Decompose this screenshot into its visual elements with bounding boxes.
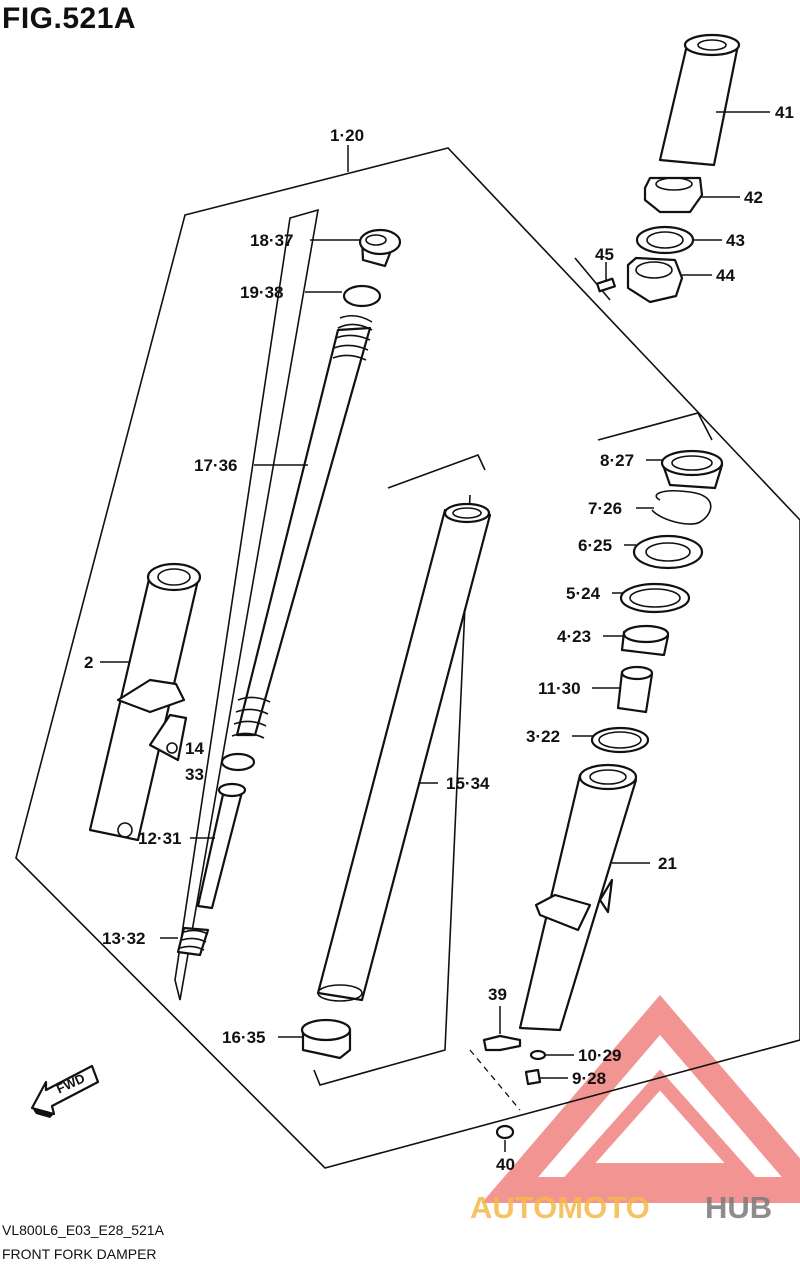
washer-10-29 [529, 1049, 547, 1061]
callout-42: 42 [744, 188, 763, 207]
stopper-ring-7-26 [651, 490, 712, 525]
cylinder-frame [387, 453, 486, 489]
figure-title: FIG.521A [2, 2, 137, 35]
callout-2: 2 [84, 653, 93, 672]
callout-4-23: 4·23 [557, 627, 591, 646]
callout-14: 14 [185, 739, 204, 758]
cap-bolt-18-37 [358, 228, 402, 268]
fork-boot-41 [658, 33, 741, 167]
damper-rod-12-31 [196, 782, 247, 910]
callout-11-30: 11·30 [538, 679, 581, 698]
guide-bushing-4-23 [620, 624, 670, 657]
callout-16-35: 16·35 [222, 1028, 265, 1047]
callout-33: 33 [185, 765, 204, 784]
callout-21: 21 [658, 854, 677, 873]
fwd-arrow-icon: FWD [30, 1064, 100, 1118]
drain-bolt-9-28 [524, 1068, 542, 1086]
washer-43 [635, 225, 695, 255]
spring-17-36 [231, 314, 373, 739]
callout-labels: 1·20 41 42 43 44 45 18·37 19·38 17·36 2 … [84, 103, 794, 1174]
callout-40: 40 [496, 1155, 515, 1174]
washer-5-24 [619, 582, 691, 614]
rod-set-frame [174, 208, 320, 1001]
callout-41: 41 [775, 103, 794, 122]
callout-43: 43 [726, 231, 745, 250]
drawing-name: FRONT FORK DAMPER [2, 1246, 157, 1262]
callout-1-20: 1·20 [330, 126, 364, 145]
ring-14-33 [220, 752, 256, 772]
oil-seal-6-25 [632, 534, 704, 570]
callout-15-34: 15·34 [446, 774, 490, 793]
callout-18-37: 18·37 [250, 231, 293, 250]
callout-5-24: 5·24 [566, 584, 601, 603]
callout-39: 39 [488, 985, 507, 1004]
callout-44: 44 [716, 266, 735, 285]
spring-13-32 [176, 926, 210, 957]
seal-set-frame [597, 412, 713, 441]
callout-10-29: 10·29 [578, 1046, 621, 1065]
assembly-dashline [469, 1049, 521, 1111]
leader-lines [100, 111, 770, 1152]
assembly-frame [15, 147, 800, 1169]
slide-bushing-3-22 [590, 726, 650, 754]
cap-42 [643, 176, 704, 214]
callout-17-36: 17·36 [194, 456, 237, 475]
bolt-39 [482, 1034, 522, 1052]
o-ring-19-38 [342, 284, 382, 308]
callout-19-38: 19·38 [240, 283, 283, 302]
cylinder-frame-bottom [313, 494, 471, 1086]
callout-9-28: 9·28 [572, 1069, 606, 1088]
drawing-code: VL800L6_E03_E28_521A [2, 1222, 164, 1238]
watermark-logo [481, 995, 800, 1203]
dust-seal-8-27 [660, 449, 724, 490]
callout-8-27: 8·27 [600, 451, 634, 470]
outer-tube-2 [88, 562, 202, 842]
cylinder-15-34 [316, 502, 492, 1002]
top-frame-line [574, 257, 611, 301]
bushing-16-35 [300, 1018, 352, 1060]
watermark-text-a: AUTOMOTO [470, 1190, 650, 1225]
cap-40 [495, 1124, 515, 1140]
clamp-44 [626, 256, 684, 304]
callout-45: 45 [595, 245, 614, 264]
watermark-text-b: HUB [705, 1190, 772, 1225]
callout-12-31: 12·31 [138, 829, 181, 848]
callout-13-32: 13·32 [102, 929, 145, 948]
callout-7-26: 7·26 [588, 499, 622, 518]
callout-3-22: 3·22 [526, 727, 560, 746]
oil-lock-piece-11-30 [616, 665, 654, 714]
inner-tube-21 [518, 763, 638, 1032]
callout-6-25: 6·25 [578, 536, 612, 555]
bolt-45 [596, 277, 616, 293]
